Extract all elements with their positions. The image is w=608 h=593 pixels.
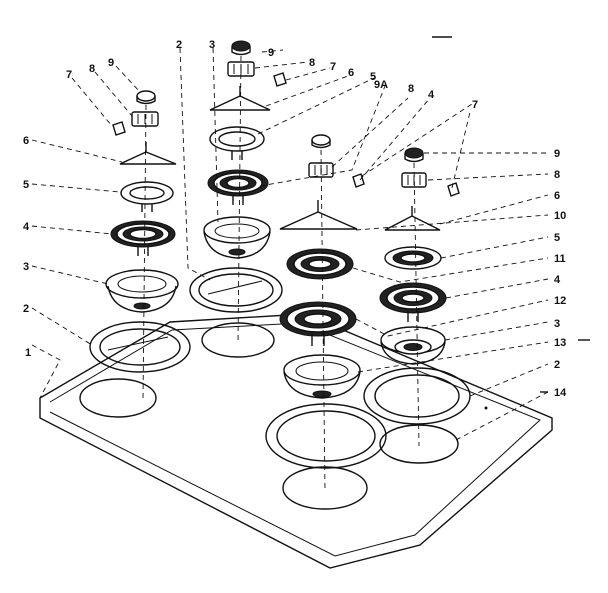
clip-center xyxy=(352,173,365,188)
callout-6-right: 6 xyxy=(554,190,560,202)
drip-bowl-front xyxy=(283,354,361,399)
reflector-back xyxy=(209,126,265,160)
callout-2-left: 2 xyxy=(23,303,29,315)
bracket-center xyxy=(279,200,358,230)
cooktop-panel xyxy=(39,313,553,569)
callout-6-left: 6 xyxy=(23,135,29,147)
drip-bowl-back xyxy=(203,216,271,259)
surface-element-left xyxy=(110,220,176,256)
callout-13: 13 xyxy=(554,337,566,349)
callout-4-top: 4 xyxy=(428,89,435,101)
callout-8-right: 8 xyxy=(554,169,560,181)
callout-8-left: 8 xyxy=(89,63,95,75)
callout-14: 14 xyxy=(554,387,567,399)
trim-ring-back xyxy=(189,267,283,313)
surface-element-center xyxy=(286,248,354,280)
callout-2-top: 2 xyxy=(176,39,182,51)
callout-12: 12 xyxy=(554,295,566,307)
drip-bowl-left xyxy=(105,269,179,313)
trim-ring-left xyxy=(89,321,191,373)
trim-ring-right xyxy=(363,367,471,425)
callout-1: 1 xyxy=(25,347,31,359)
receptacle-cap-left xyxy=(136,90,156,105)
callout-5-left: 5 xyxy=(23,179,29,191)
callout-9-left: 9 xyxy=(108,57,114,69)
surface-element-front xyxy=(279,301,357,346)
callout-labels: 1 2 2 2 3 3 3 4 4 4 5 5 5 6 6 6 7 7 7 8 … xyxy=(23,39,567,399)
bracket-back xyxy=(209,86,271,111)
callout-4-left: 4 xyxy=(23,221,30,233)
callout-7-right: 7 xyxy=(472,99,478,111)
callout-5-top: 5 xyxy=(370,71,376,83)
assembly-axes xyxy=(142,55,420,491)
bracket-right xyxy=(384,206,441,231)
callout-9-right: 9 xyxy=(554,148,560,160)
callout-3-left: 3 xyxy=(23,261,29,273)
terminal-block-left xyxy=(131,111,159,127)
callout-9-top: 9 xyxy=(268,47,274,59)
callout-5-right: 5 xyxy=(554,232,560,244)
callout-9a: 9A xyxy=(374,79,388,91)
surface-element-right-upper xyxy=(384,246,442,270)
receptacle-cap-right xyxy=(404,147,424,163)
callout-2-right: 2 xyxy=(554,359,560,371)
callout-11: 11 xyxy=(554,253,566,265)
callout-7-left: 7 xyxy=(66,69,72,81)
receptacle-cap-back xyxy=(231,40,251,56)
callout-4-right: 4 xyxy=(554,274,561,286)
callout-8-center: 8 xyxy=(408,83,414,95)
callout-8-top: 8 xyxy=(309,57,315,69)
clip-left xyxy=(112,121,126,136)
trim-ring-front xyxy=(265,403,387,469)
leader-lines xyxy=(31,36,590,441)
clip-right xyxy=(447,182,460,197)
surface-element-right xyxy=(379,282,447,322)
receptacle-cap-center xyxy=(311,134,331,149)
callout-7-top: 7 xyxy=(330,61,336,73)
callout-3-top: 3 xyxy=(209,39,215,51)
drip-bowl-right xyxy=(380,326,446,365)
callout-6-top: 6 xyxy=(348,67,354,79)
callout-3-right: 3 xyxy=(554,318,560,330)
bracket-left xyxy=(119,142,177,165)
clip-back xyxy=(273,72,287,87)
surface-element-back xyxy=(207,169,269,205)
reflector-left xyxy=(120,181,174,212)
callout-10: 10 xyxy=(554,210,566,222)
